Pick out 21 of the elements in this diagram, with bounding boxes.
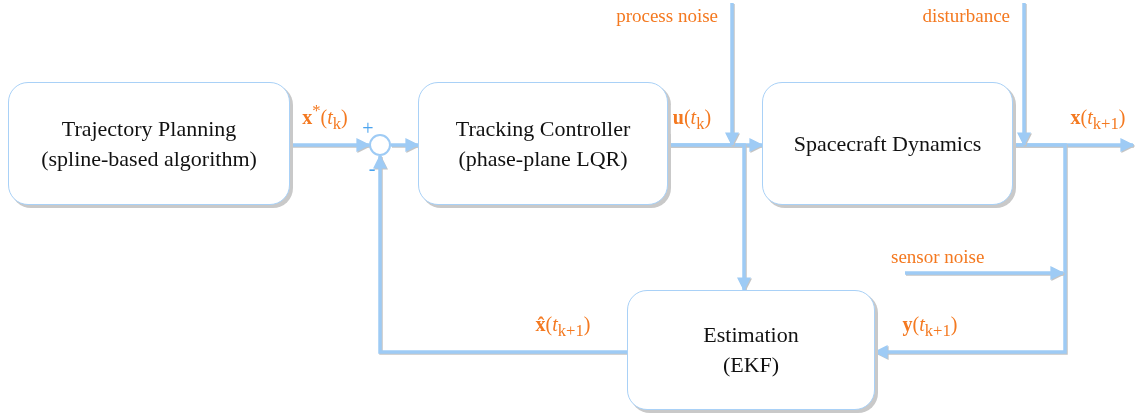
arrow bbox=[905, 266, 1065, 280]
arrow bbox=[725, 3, 739, 147]
box-text: Tracking Controller (phase-plane LQR) bbox=[454, 114, 632, 173]
noise-label: disturbance bbox=[880, 0, 1024, 32]
box-text: Trajectory Planning (spline-based algorithm) bbox=[40, 114, 258, 173]
box-text: Spacecraft Dynamics bbox=[793, 129, 982, 158]
arrow bbox=[1017, 3, 1031, 147]
sign-label: + bbox=[362, 116, 374, 140]
process-box bbox=[418, 82, 668, 205]
arrow bbox=[668, 143, 751, 292]
noise-label: process noise bbox=[540, 0, 732, 32]
process-box bbox=[8, 82, 290, 205]
arrow bbox=[290, 138, 371, 152]
process-box bbox=[762, 82, 1013, 205]
arrow bbox=[391, 138, 420, 152]
box-text: Estimation (EKF) bbox=[702, 321, 800, 379]
noise-label: sensor noise bbox=[885, 240, 1035, 273]
arrow bbox=[373, 154, 627, 354]
sign-label: - bbox=[368, 156, 376, 180]
process-box bbox=[627, 290, 875, 410]
summing-junction bbox=[369, 134, 391, 156]
